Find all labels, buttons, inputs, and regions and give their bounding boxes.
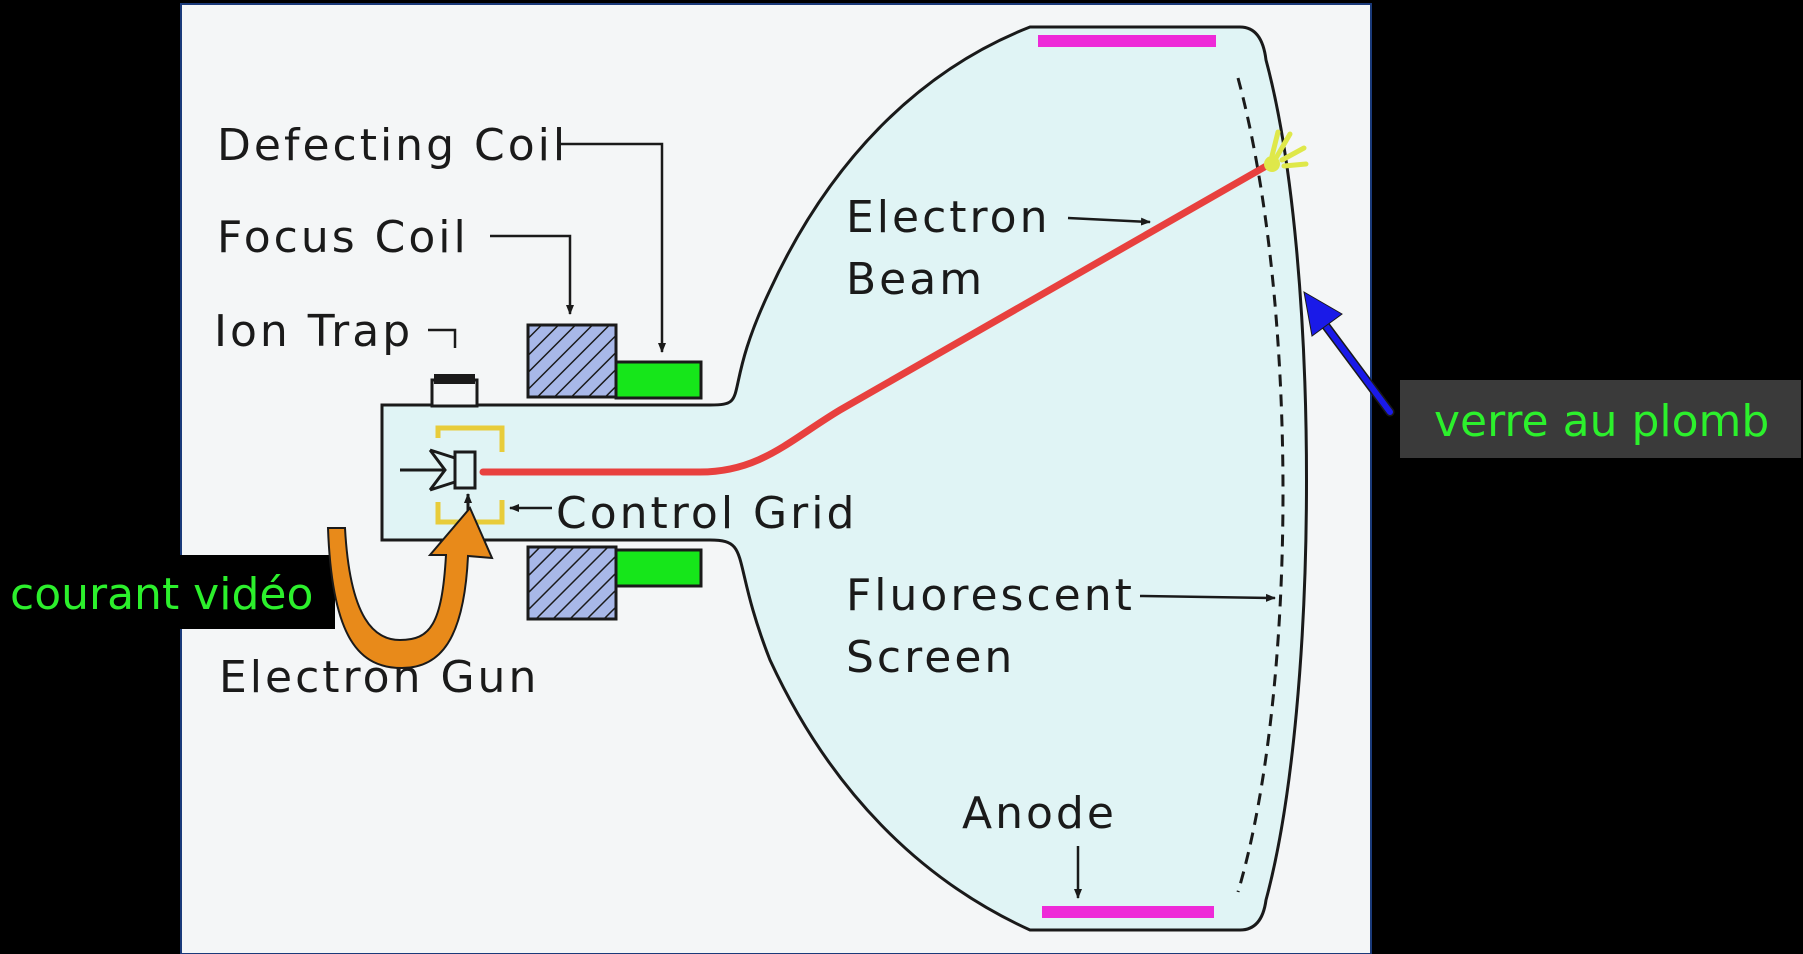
- callout-lead-glass: verre au plomb: [1434, 396, 1769, 447]
- anode-top: [1038, 35, 1216, 47]
- label-focus-coil: Focus Coil: [217, 212, 469, 263]
- fluorescent-screen: [1236, 77, 1285, 893]
- deflecting-coil-top: [614, 360, 703, 400]
- callout-lead-glass-box: [1400, 380, 1801, 458]
- electron-beam: [479, 161, 1272, 476]
- label-fluorescent-line2: Screen: [846, 632, 1015, 683]
- label-ion-trap: Ion Trap: [214, 306, 413, 357]
- ion-trap: [430, 378, 479, 408]
- u-turn-arrow-icon: [326, 506, 494, 670]
- label-electron-beam-line2: Beam: [846, 254, 985, 305]
- ion-trap-cap: [434, 374, 475, 384]
- light-burst-icon: [1264, 129, 1309, 172]
- deflecting-coil-bottom: [614, 548, 703, 588]
- focus-coil-bottom: [526, 545, 618, 621]
- leader-lines: [428, 142, 1276, 899]
- label-deflecting-coil: Defecting Coil: [217, 120, 568, 171]
- crt-tube-body: [380, 25, 1308, 932]
- label-fluorescent-line1: Fluorescent: [846, 570, 1135, 621]
- label-anode: Anode: [962, 788, 1117, 839]
- callout-video-current-box: [0, 555, 335, 629]
- label-electron-beam-line1: Electron: [846, 192, 1050, 243]
- label-control-grid: Control Grid: [556, 488, 857, 539]
- callout-video-current: courant vidéo: [10, 569, 313, 620]
- arrow-up-left-icon: [1303, 291, 1395, 417]
- focus-coil-top: [526, 323, 618, 399]
- anode-bottom: [1042, 906, 1214, 918]
